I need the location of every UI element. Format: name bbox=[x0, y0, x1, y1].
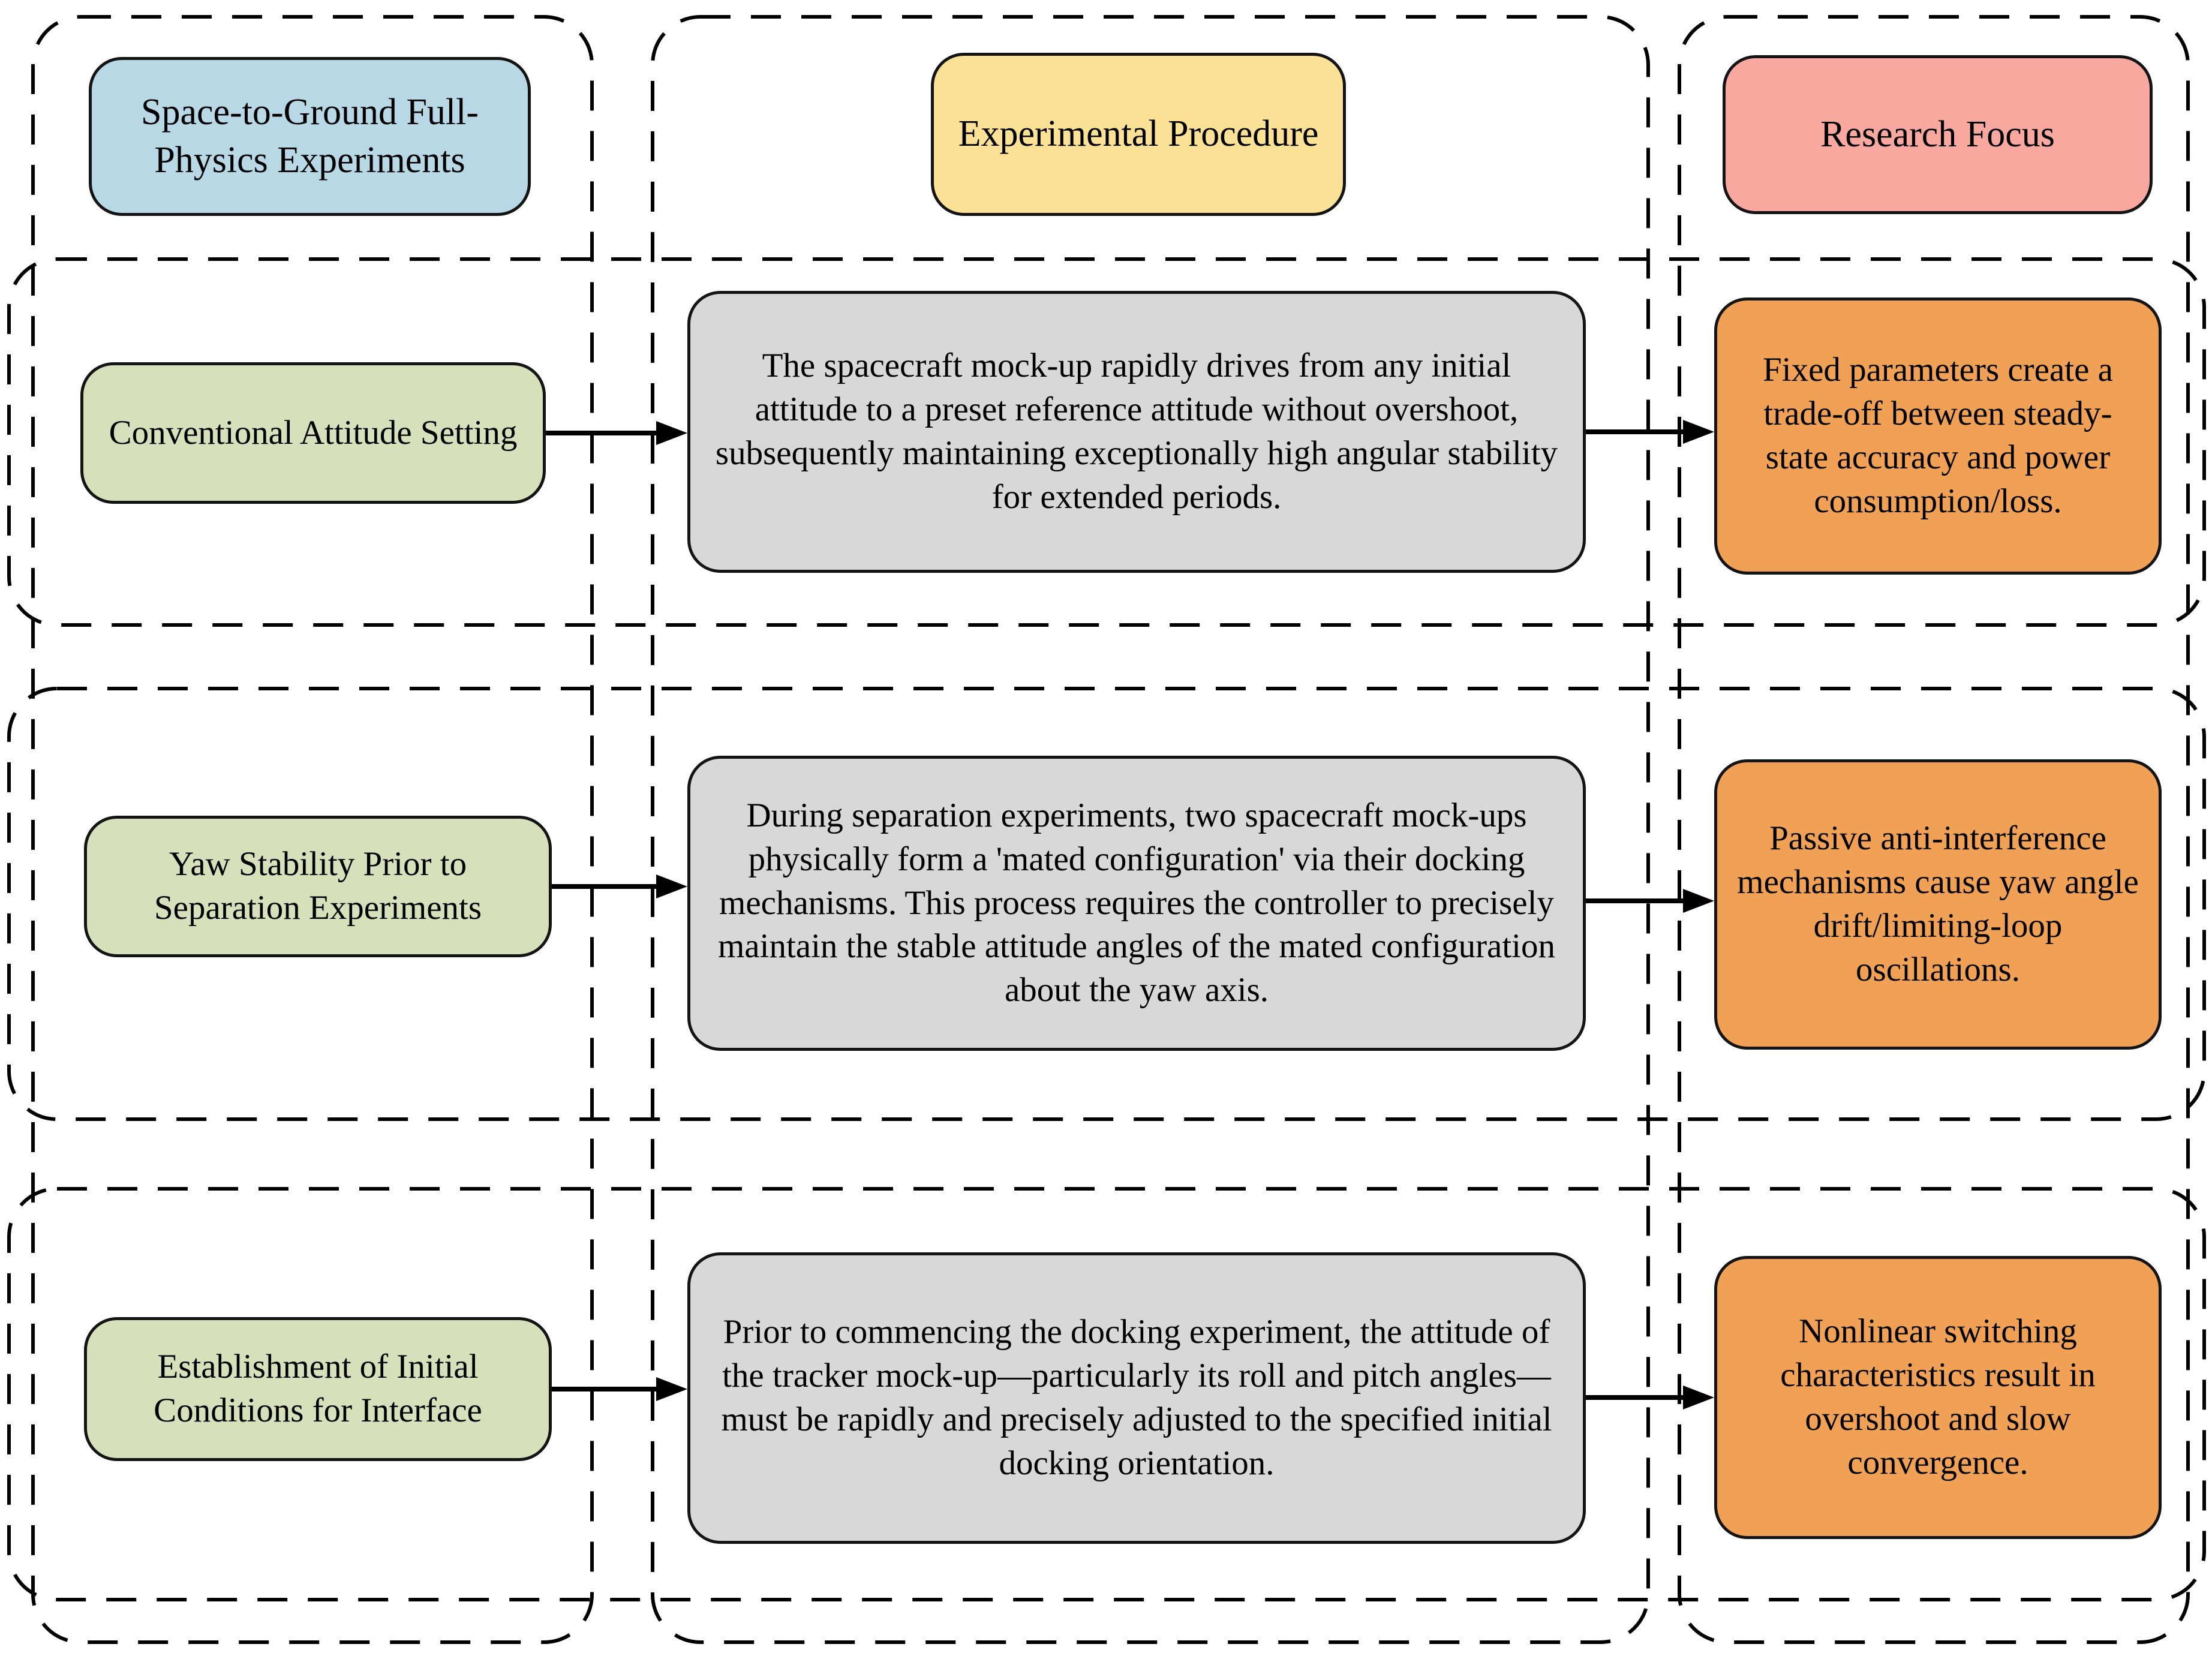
procedure-box-3: Prior to commencing the docking experime… bbox=[687, 1252, 1586, 1544]
header-focus: Research Focus bbox=[1723, 55, 2153, 214]
procedure-box-2: During separation experiments, two space… bbox=[687, 756, 1586, 1051]
header-procedure: Experimental Procedure bbox=[931, 53, 1346, 216]
experiment-box-2: Yaw Stability Prior to Separation Experi… bbox=[84, 816, 552, 957]
arrow-right-icon bbox=[1586, 889, 1714, 913]
experiment-box-3: Establishment of Initial Conditions for … bbox=[84, 1317, 552, 1461]
experiment-box-1: Conventional Attitude Setting bbox=[80, 362, 546, 504]
header-experiments: Space-to-Ground Full-Physics Experiments bbox=[89, 57, 531, 216]
focus-box-2: Passive anti-interference mechanisms cau… bbox=[1714, 759, 2162, 1050]
arrow-right-icon bbox=[1586, 1385, 1714, 1409]
arrow-right-icon bbox=[552, 874, 687, 898]
arrow-right-icon bbox=[552, 1377, 687, 1401]
procedure-box-1: The spacecraft mock-up rapidly drives fr… bbox=[687, 291, 1586, 573]
arrow-right-icon bbox=[546, 421, 687, 445]
arrow-right-icon bbox=[1586, 420, 1714, 444]
focus-box-1: Fixed parameters create a trade-off betw… bbox=[1714, 297, 2162, 575]
focus-box-3: Nonlinear switching characteristics resu… bbox=[1714, 1256, 2162, 1539]
